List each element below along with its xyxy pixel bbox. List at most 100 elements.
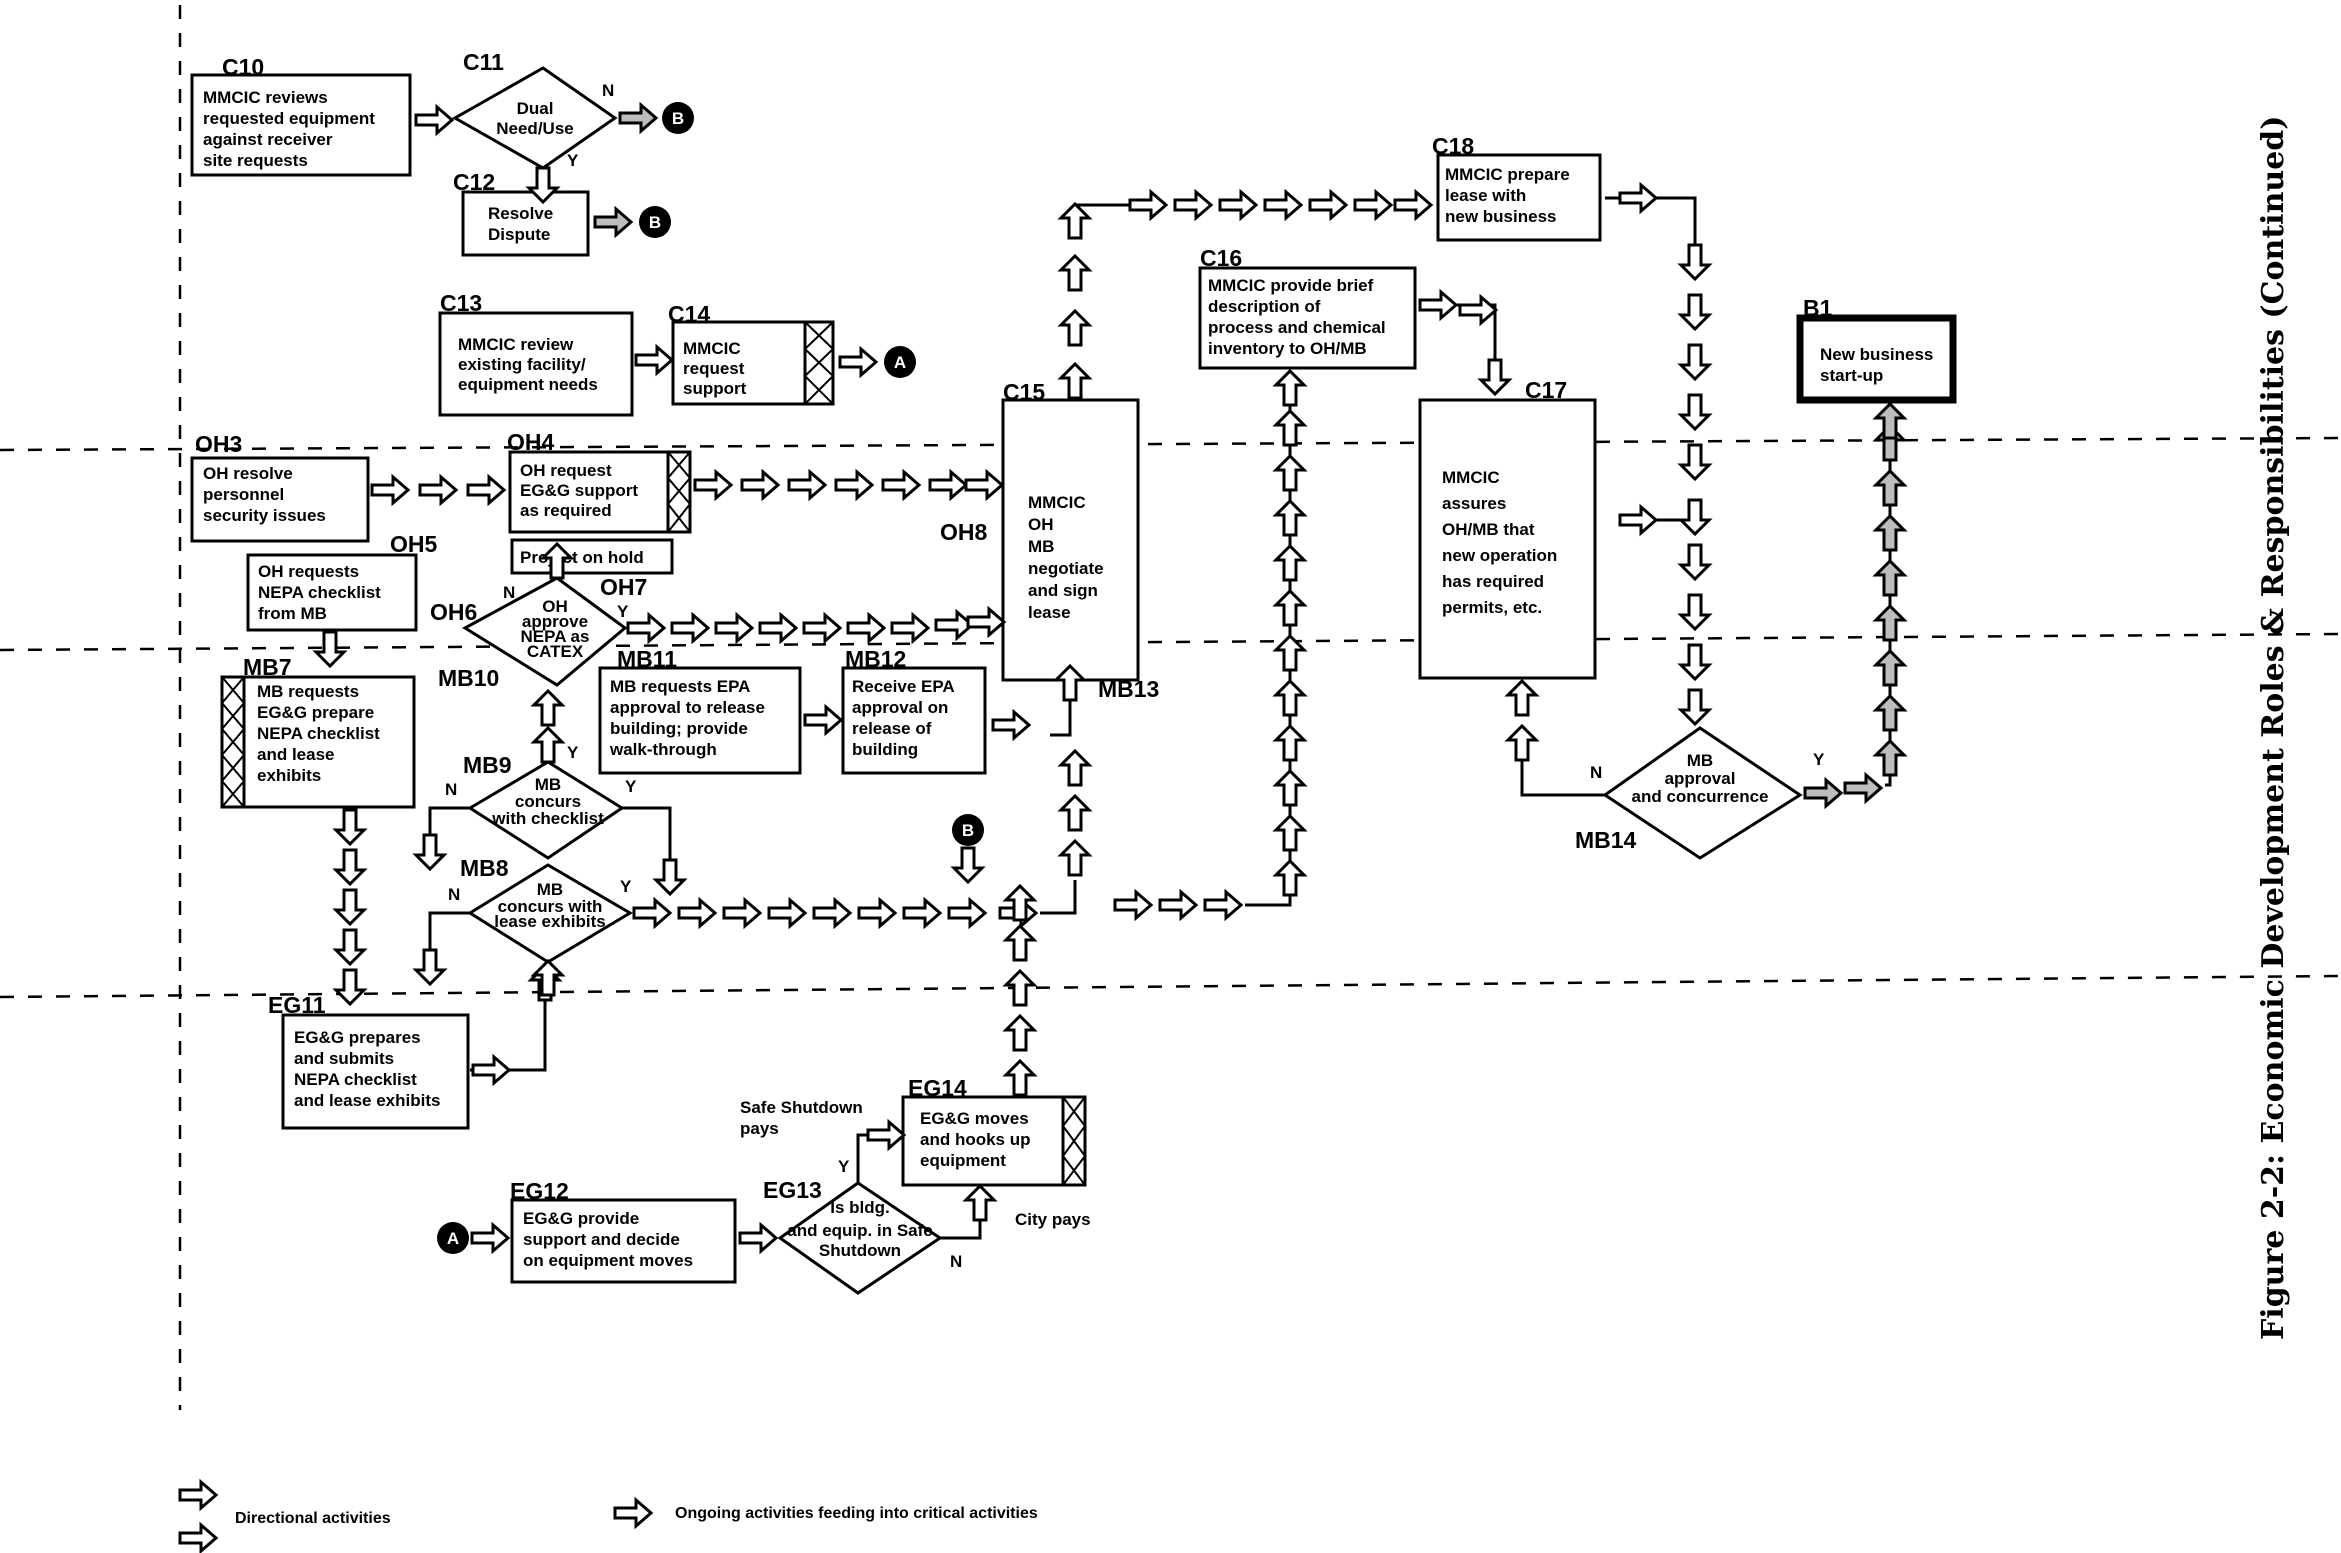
label-no: N (950, 1252, 962, 1271)
label-yes: Y (1813, 750, 1825, 769)
mb14-id: MB14 (1575, 827, 1637, 853)
mb8-line: MB (537, 880, 563, 899)
oh4-line: as required (520, 501, 612, 520)
c17-id: C17 (1525, 377, 1567, 403)
eg11-line: and lease exhibits (294, 1091, 440, 1110)
mb12-id: MB12 (845, 646, 906, 672)
eg11-id: EG11 (268, 992, 326, 1018)
oh6-line: NEPA as (521, 627, 590, 646)
mb9-id: MB9 (463, 752, 512, 778)
c15-id: C15 (1003, 379, 1045, 405)
label-no: N (602, 81, 614, 100)
box-c18: C18 MMCIC prepare lease with new busines… (1432, 133, 1602, 242)
oh6-line: approve (522, 612, 588, 631)
legend-directional-label: Directional activities (235, 1510, 391, 1527)
b1-line: start-up (1820, 366, 1883, 385)
c17-line: has required (1442, 572, 1544, 591)
c12-line: Resolve (488, 204, 553, 223)
connector-a-label: A (894, 353, 906, 372)
b1-id: B1 (1803, 295, 1833, 321)
oh4-line: EG&G support (520, 481, 638, 500)
oh3-line: personnel (203, 485, 284, 504)
c10-line: against receiver (203, 130, 333, 149)
oh3-line: security issues (203, 506, 326, 525)
connector-b-label: B (962, 821, 974, 840)
city-pays-note: City pays (1015, 1210, 1091, 1229)
box-c13: C13 MMCIC review existing facility/ equi… (438, 290, 634, 417)
c11-line: Need/Use (496, 119, 573, 138)
mb7-line: NEPA checklist (257, 724, 380, 743)
mb11-line: approval to release (610, 698, 765, 717)
mb8-line: concurs with (498, 897, 603, 916)
c11-id: C11 (463, 49, 504, 75)
c13-line: MMCIC review (458, 335, 574, 354)
eg14-line: equipment (920, 1151, 1006, 1170)
ongoing-arrow-icon (613, 1498, 653, 1528)
mb7-line: exhibits (257, 766, 321, 785)
c11-line: Dual (517, 99, 554, 118)
decision-mb9: MB9 MB concurs with checklist (463, 752, 625, 860)
oh6-id: OH6 (430, 599, 477, 625)
oh3-line: OH resolve (203, 464, 293, 483)
eg12-line: EG&G provide (523, 1209, 639, 1228)
c15-line: and sign (1028, 581, 1098, 600)
c10-line: requested equipment (203, 109, 375, 128)
directional-arrow-icon (178, 1480, 218, 1553)
eg13-line: Is bldg. (830, 1198, 890, 1217)
label-yes: Y (617, 602, 629, 621)
label-yes: Y (625, 777, 637, 796)
box-c14: C14 MMCIC request support (668, 301, 835, 406)
mb11-line: MB requests EPA (610, 677, 750, 696)
box-mb12: MB12 Receive EPA approval on release of … (841, 646, 987, 775)
eg11-line: and submits (294, 1049, 394, 1068)
box-eg11: EG11 EG&G prepares and submits NEPA chec… (268, 992, 470, 1130)
mb8-line: lease exhibits (494, 912, 606, 931)
c14-line: support (683, 379, 747, 398)
oh6-line: OH (542, 597, 568, 616)
c17-line: OH/MB that (1442, 520, 1535, 539)
mb12-line: release of (852, 719, 932, 738)
c16-line: MMCIC provide brief (1208, 276, 1374, 295)
eg14-line: EG&G moves (920, 1109, 1029, 1128)
mb14-line: and concurrence (1632, 787, 1769, 806)
box-eg12: EG12 EG&G provide support and decide on … (510, 1178, 737, 1284)
connector-b-label: B (672, 109, 684, 128)
eg13-id: EG13 (763, 1177, 822, 1203)
decision-oh6: OH6 OH approve NEPA as CATEX (430, 576, 628, 687)
connector-b-label: B (649, 213, 661, 232)
c16-line: inventory to OH/MB (1208, 339, 1367, 358)
mb9-line: concurs (515, 792, 581, 811)
c15-line: negotiate (1028, 559, 1104, 578)
box-oh4: OH4 OH request EG&G support as required (507, 429, 692, 534)
mb7-id: MB7 (243, 654, 292, 680)
box-c15: C15 MMCIC OH MB negotiate and sign lease (1001, 379, 1140, 682)
mb14-line: approval (1665, 769, 1736, 788)
oh5-line: from MB (258, 604, 327, 623)
c12-line: Dispute (488, 225, 550, 244)
decision-mb8: MB8 MB concurs with lease exhibits (460, 855, 633, 964)
oh6-line: CATEX (527, 642, 584, 661)
mb8-id: MB8 (460, 855, 509, 881)
box-b1: B1 New business start-up (1796, 295, 1957, 404)
connector-a: A (884, 346, 916, 378)
legend: Directional activities Ongoing activitie… (178, 1480, 1038, 1553)
box-c17: C17 MMCIC assures OH/MB that new operati… (1418, 377, 1597, 680)
c17-line: new operation (1442, 546, 1557, 565)
oh4-line: OH request (520, 461, 612, 480)
mb7-line: EG&G prepare (257, 703, 374, 722)
branch-labels: N Y N Y Y N Y N Y Y N N Y (445, 81, 1825, 1271)
mb7-line: MB requests (257, 682, 359, 701)
oh3-id: OH3 (195, 431, 242, 457)
c15-line: lease (1028, 603, 1071, 622)
c10-id: C10 (222, 54, 264, 80)
connector-b: B (639, 206, 671, 238)
project-on-hold-label: Project on hold (520, 548, 644, 567)
c12-id: C12 (453, 169, 495, 195)
oh7-id: OH7 (600, 574, 647, 600)
c14-line: request (683, 359, 745, 378)
mb10-id: MB10 (438, 665, 499, 691)
c16-line: description of (1208, 297, 1321, 316)
mb7-line: and lease (257, 745, 335, 764)
eg12-line: support and decide (523, 1230, 680, 1249)
legend-ongoing-label: Ongoing activities feeding into critical… (675, 1505, 1038, 1522)
